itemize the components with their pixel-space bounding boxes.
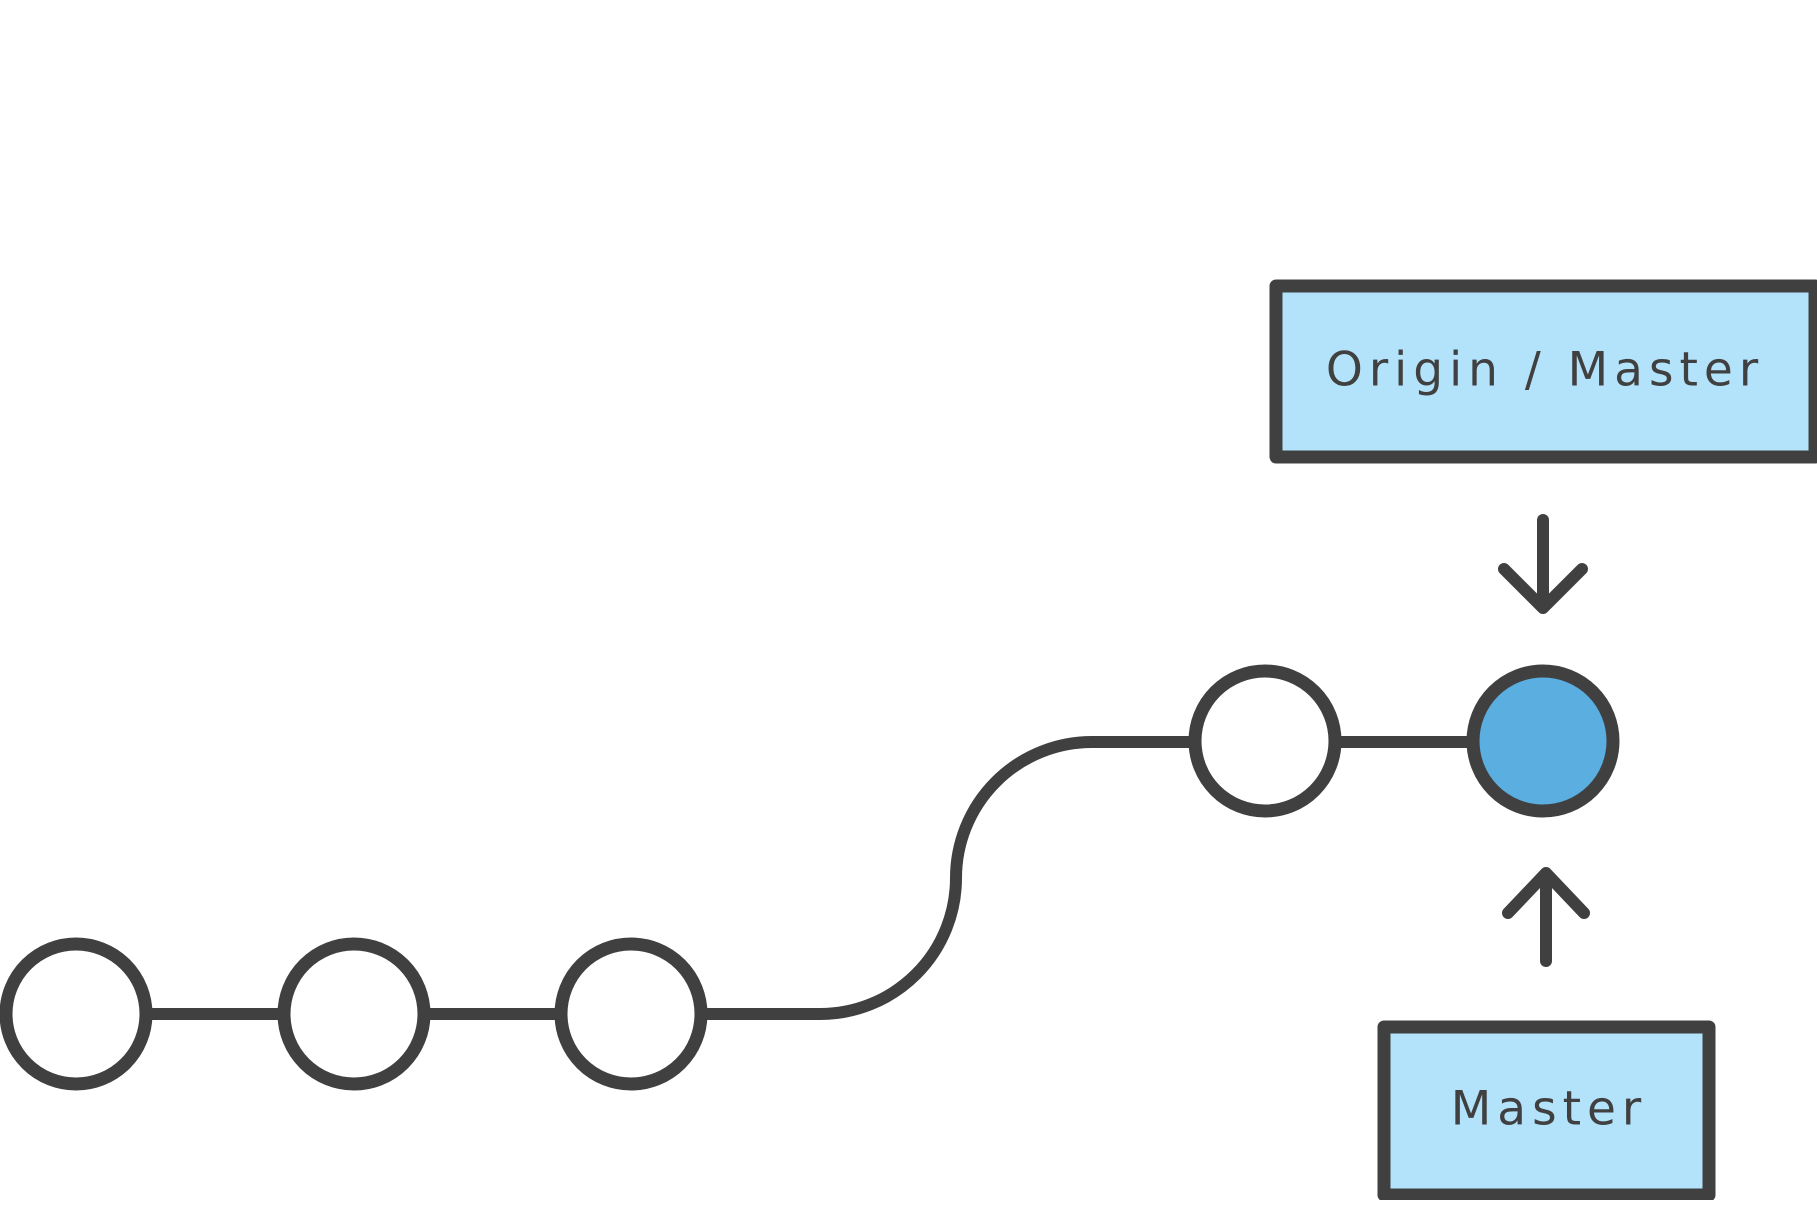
commit-node bbox=[277, 937, 431, 1091]
master-label: Master bbox=[1451, 1082, 1648, 1137]
origin-master-label-box bbox=[1269, 279, 1817, 464]
commit-node bbox=[0, 937, 153, 1091]
commit-node bbox=[1188, 664, 1342, 818]
origin-master-label: Origin / Master bbox=[1326, 343, 1764, 398]
master-label-box bbox=[1377, 1020, 1716, 1202]
arrow-up-icon bbox=[1502, 867, 1590, 967]
head-commit-node bbox=[1466, 664, 1620, 818]
arrow-down-icon bbox=[1498, 514, 1588, 614]
commit-node bbox=[554, 937, 708, 1091]
branch-curve bbox=[702, 736, 1195, 1020]
